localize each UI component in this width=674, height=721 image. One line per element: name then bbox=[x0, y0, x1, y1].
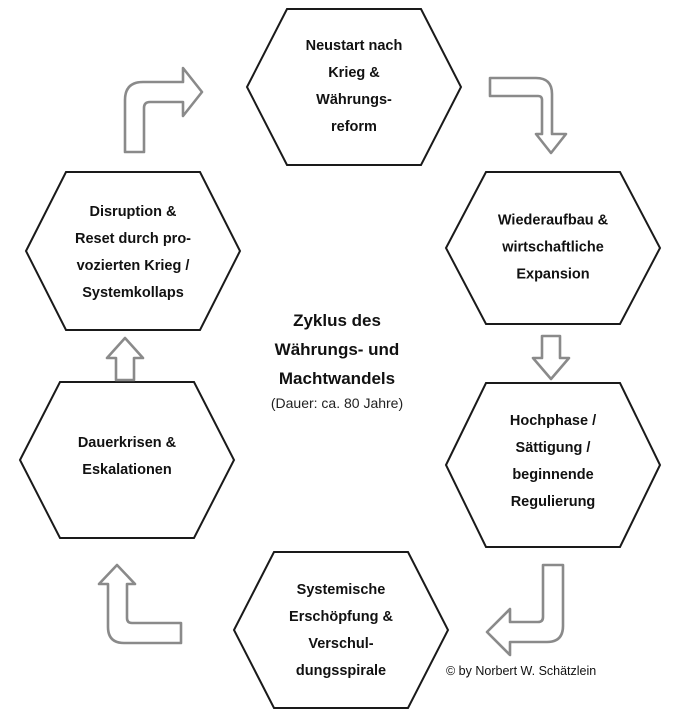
node-4-line: Systemische bbox=[296, 582, 386, 598]
arrow-to-node-6 bbox=[105, 336, 145, 382]
node-2-label: Wiederaufbau & wirtschaftliche Expansion bbox=[498, 208, 608, 289]
arrow-to-node-5 bbox=[97, 563, 183, 645]
node-5-line: Dauerkrisen & bbox=[77, 435, 177, 451]
copyright-credit: © by Norbert W. Schätzlein bbox=[446, 664, 597, 678]
node-1-line: Krieg & bbox=[328, 65, 380, 81]
node-4-line: Verschul- bbox=[308, 636, 374, 652]
node-6-line: Reset durch pro- bbox=[74, 231, 192, 247]
node-4-line: dungsspirale bbox=[295, 663, 387, 679]
node-1-label: Neustart nach Krieg & Währungs- reform bbox=[306, 33, 403, 141]
node-2-line: Expansion bbox=[516, 266, 590, 283]
center-title: Zyklus des Währungs- und Machtwandels bbox=[217, 306, 457, 393]
arrow-to-node-4 bbox=[485, 563, 565, 657]
node-2-line: wirtschaftliche bbox=[502, 239, 604, 256]
node-3-line: beginnende bbox=[512, 467, 594, 483]
node-6-label: Disruption & Reset durch pro- vozierten … bbox=[75, 199, 191, 307]
node-5-label: Dauerkrisen & Eskalationen bbox=[78, 430, 176, 484]
node-1-line: Neustart nach bbox=[305, 38, 403, 54]
center-subtitle: (Dauer: ca. 80 Jahre) bbox=[270, 395, 404, 411]
node-4-label: Systemische Erschöpfung & Verschul- dung… bbox=[289, 577, 393, 685]
node-3-line: Regulierung bbox=[510, 494, 596, 510]
hex-node-5 bbox=[18, 381, 236, 539]
node-6-line: Disruption & bbox=[89, 204, 177, 220]
hex-node-6 bbox=[24, 171, 242, 331]
center-title-line: Zyklus des bbox=[293, 311, 381, 330]
node-3-label: Hochphase / Sättigung / beginnende Regul… bbox=[510, 408, 596, 516]
node-1-line: Währungs- bbox=[316, 92, 392, 108]
arrow-to-node-2 bbox=[488, 76, 568, 155]
hex-node-2 bbox=[444, 171, 662, 325]
node-2-line: Wiederaufbau & bbox=[497, 212, 609, 229]
hex-node-3 bbox=[444, 382, 662, 548]
node-5-line: Eskalationen bbox=[82, 462, 172, 478]
arrow-to-node-3 bbox=[531, 334, 571, 381]
hex-node-1 bbox=[245, 8, 463, 166]
node-6-line: vozierten Krieg / bbox=[76, 258, 190, 274]
node-6-line: Systemkollaps bbox=[82, 285, 184, 301]
node-3-line: Hochphase / bbox=[509, 413, 597, 429]
hex-node-4 bbox=[232, 551, 450, 709]
center-title-line: Machtwandels bbox=[278, 369, 396, 388]
node-4-line: Erschöpfung & bbox=[289, 609, 393, 625]
center-title-line: Währungs- und bbox=[274, 340, 400, 359]
node-3-line: Sättigung / bbox=[515, 440, 591, 456]
node-1-line: reform bbox=[331, 119, 377, 135]
arrow-to-node-1 bbox=[123, 66, 204, 154]
